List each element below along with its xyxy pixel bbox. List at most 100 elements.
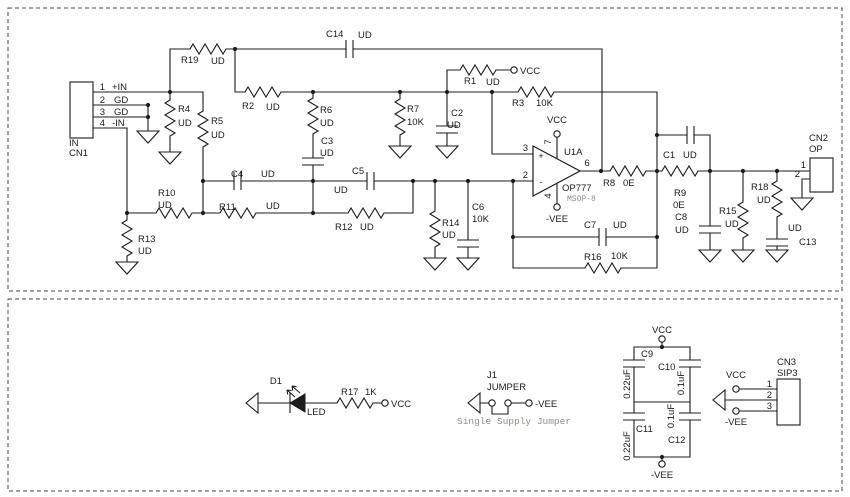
value: UD [757, 195, 771, 206]
value: UD [211, 130, 225, 141]
capacitor-c3[interactable]: C3 UD [301, 136, 334, 166]
opamp-u1a[interactable]: + - 3 2 6 7 4 VCC -VEE U1A OP777 MSOP-8 [523, 115, 596, 225]
ref: C6 [472, 202, 484, 213]
ref: R14 [442, 218, 459, 229]
value: UD [725, 219, 739, 230]
capacitor-c13[interactable]: UD C13 [765, 223, 816, 248]
connector-name: SIP3 [777, 368, 798, 379]
resistor-r3[interactable]: R3 10K [512, 86, 555, 109]
jumper-pin[interactable] [488, 399, 496, 407]
wire [312, 69, 658, 269]
value: UD [266, 102, 280, 113]
resistor-r13[interactable]: R13 UD [121, 219, 155, 257]
resistor-r19[interactable]: R19 UD [181, 43, 227, 67]
resistor-r16[interactable]: R16 10K [584, 251, 629, 274]
resistor-symbol [121, 219, 133, 257]
ref: R12 [335, 222, 352, 233]
capacitor-c4[interactable]: C4 UD [231, 169, 275, 191]
capacitor-c14[interactable]: C14 UD [326, 29, 372, 59]
value: UD [675, 225, 689, 236]
resistor-symbol [244, 86, 282, 98]
value: UD [261, 169, 275, 180]
resistor-r4[interactable]: R4 UD [164, 99, 192, 137]
value: UD [358, 30, 372, 41]
pin-number-out: 6 [584, 158, 589, 169]
resistor-r1[interactable]: R1 UD [459, 64, 500, 88]
connector-cn1[interactable]: IN CN1 1 +IN 2 GD 3 GD 4 -IN [69, 81, 128, 159]
resistor-symbol [429, 210, 441, 248]
ref: R16 [584, 252, 601, 263]
resistor-symbol [336, 397, 374, 409]
ref: C2 [451, 108, 463, 119]
resistor-r7[interactable]: R7 10K [394, 98, 425, 136]
resistor-r12[interactable]: R12 UD [335, 207, 385, 233]
label: JUMPER [487, 382, 526, 393]
ref: C1 [663, 150, 675, 161]
value: UD [320, 118, 334, 129]
vcc-net-label: VCC [547, 115, 567, 126]
jumper-j1[interactable]: J1 JUMPER -VEE Single Supply Jumper [457, 370, 571, 427]
resistor-symbol [517, 86, 555, 98]
pin-label: +IN [112, 82, 127, 93]
ref: D1 [270, 376, 282, 387]
value-c12: 0.1uF [666, 404, 677, 428]
resistor-r2[interactable]: R2 UD [242, 86, 282, 113]
connector-cn3[interactable]: CN3 SIP3 1 2 3 VCC -VEE [725, 357, 801, 428]
value: UD [447, 120, 461, 131]
value: UD [613, 220, 627, 231]
minus-input-sign: - [539, 177, 542, 188]
pin-number: 3 [100, 107, 105, 118]
resistor-r18[interactable]: R18 UD [751, 180, 783, 218]
ref: R18 [751, 182, 768, 193]
ref: C14 [326, 29, 343, 40]
value: UD [788, 223, 802, 234]
opamp-part: OP777 [562, 183, 592, 194]
resistor-symbol [737, 201, 749, 239]
resistor-r8[interactable]: R8 0E [603, 165, 647, 189]
resistor-r9[interactable]: R9 0E [661, 165, 699, 211]
capacitor-c6[interactable]: C6 10K [456, 202, 490, 248]
capacitor-c7[interactable]: C7 UD [584, 220, 627, 247]
capacitor-symbol-c12 [678, 412, 702, 421]
ref: R9 [674, 188, 686, 199]
ref: C3 [321, 136, 333, 147]
decoupling-cap-bank[interactable]: VCC -VEE C9 C10 C11 C12 0.22uF 0.1uF 0.2… [622, 325, 702, 481]
vee-terminal [525, 399, 533, 407]
value: UD [266, 201, 280, 212]
resistor-r5[interactable]: R5 UD [197, 110, 225, 148]
ground-symbol [765, 249, 789, 263]
pin-number-plus: 3 [523, 143, 528, 154]
value: 10K [536, 98, 554, 109]
resistor-r10[interactable]: R10 UD [155, 188, 193, 219]
resistor-r6[interactable]: R6 UD [307, 97, 334, 135]
resistor-r17[interactable]: R17 1K [336, 387, 377, 409]
capacitor-c1[interactable]: C1 UD [663, 125, 697, 161]
capacitor-c2[interactable]: C2 UD [435, 108, 463, 134]
value: UD [360, 222, 374, 233]
ref: R2 [242, 101, 254, 112]
ground-symbol [698, 249, 722, 263]
resistor-r15[interactable]: R15 UD [719, 201, 749, 239]
pin-number-vee: 4 [543, 193, 554, 198]
capacitor-symbol-c10 [678, 359, 702, 368]
ref: C13 [799, 237, 816, 248]
jumper-pin[interactable] [504, 399, 512, 407]
resistor-r11[interactable]: R11 UD [219, 201, 280, 219]
ref: R4 [178, 104, 190, 115]
connector-cn2[interactable]: CN2 OP 1 2 [795, 133, 834, 193]
connector-body [809, 157, 834, 193]
ref: R7 [407, 104, 419, 115]
ref: R6 [320, 105, 332, 116]
ground-symbol [467, 392, 481, 414]
ref: J1 [487, 370, 497, 381]
resistor-r14[interactable]: R14 UD [429, 210, 459, 248]
value: 10K [472, 214, 490, 225]
resistor-symbol [661, 165, 699, 177]
capacitor-symbol [598, 227, 607, 247]
ref: R1 [464, 76, 476, 87]
pin-number: 3 [767, 401, 772, 412]
capacitor-c8[interactable]: C8 UD [675, 212, 722, 236]
capacitor-symbol [366, 171, 375, 191]
led-d1[interactable]: D1 LED [270, 376, 326, 418]
capacitor-c5[interactable]: C5 UD [334, 166, 375, 196]
